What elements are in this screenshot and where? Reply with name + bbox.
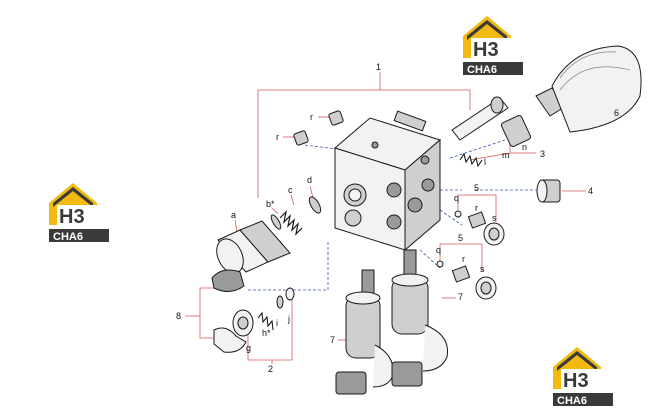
callout-r-left: r	[276, 132, 279, 142]
callout-r-upper-right: r	[475, 203, 478, 213]
valve-block	[333, 110, 442, 252]
callout-q-lower: q	[436, 245, 441, 255]
brand-logo-left: H3 CHA6	[49, 183, 109, 243]
callout-6: 6	[614, 108, 619, 118]
solenoid-right	[391, 249, 449, 387]
callout-7-left: 7	[330, 335, 335, 345]
callout-3: 3	[540, 149, 545, 159]
spring-c	[279, 210, 303, 236]
washer-b	[270, 214, 282, 230]
callout-4: 4	[588, 186, 593, 196]
callout-s-lower: s	[480, 264, 485, 274]
callout-a: a	[231, 210, 236, 220]
logo-bottom-text: CHA6	[557, 395, 587, 407]
callout-r-lower-right: r	[462, 254, 465, 264]
callout-m: m	[502, 150, 510, 160]
callout-n: n	[522, 142, 527, 152]
callout-d: d	[307, 175, 312, 185]
callout-h: h*	[262, 328, 271, 338]
plug-r-left	[293, 130, 309, 146]
solenoid-left	[335, 269, 394, 395]
logo-top-text: H3	[563, 370, 589, 392]
cartridge-2	[232, 287, 295, 337]
callout-8: 8	[176, 311, 181, 321]
callout-q-upper: q	[454, 193, 459, 203]
callout-7-right: 7	[458, 292, 463, 302]
plug-r-upper	[328, 110, 344, 126]
callout-g: g	[246, 343, 251, 353]
spring-l	[459, 152, 483, 168]
callout-i: i	[276, 318, 278, 328]
callout-j: j	[287, 314, 290, 324]
relief-cartridge-a	[216, 220, 291, 274]
lever-cap-upper	[211, 269, 245, 292]
plug-set-upper	[454, 210, 505, 246]
seal-d	[308, 196, 322, 214]
logo-top-text: H3	[473, 39, 499, 61]
callout-b: b*	[266, 199, 275, 209]
callout-l: l	[484, 157, 486, 167]
logo-top-text: H3	[59, 206, 85, 228]
brand-logo-bottom: H3 CHA6	[553, 347, 613, 407]
callout-1: 1	[376, 62, 381, 72]
fitting-4	[536, 179, 561, 203]
callout-c: c	[288, 185, 293, 195]
fitting-n	[501, 115, 531, 147]
valve-stem	[451, 96, 509, 141]
callout-5-lower: 5	[458, 233, 463, 243]
brand-logo-top: H3 CHA6	[463, 16, 523, 76]
callout-r-upper: r	[310, 112, 313, 122]
logo-bottom-text: CHA6	[467, 64, 497, 76]
callout-2: 2	[268, 364, 273, 374]
callout-labels: 1 3 6 4 5 5 7 7 8 2 r r a b* c d g h* i …	[176, 62, 619, 374]
callout-5-upper: 5	[474, 183, 479, 193]
callout-s-upper: s	[492, 213, 497, 223]
lever-cap-lower	[213, 327, 247, 353]
accumulator-6	[535, 45, 642, 133]
logo-bottom-text: CHA6	[53, 231, 83, 243]
plug-set-lower	[436, 260, 497, 300]
